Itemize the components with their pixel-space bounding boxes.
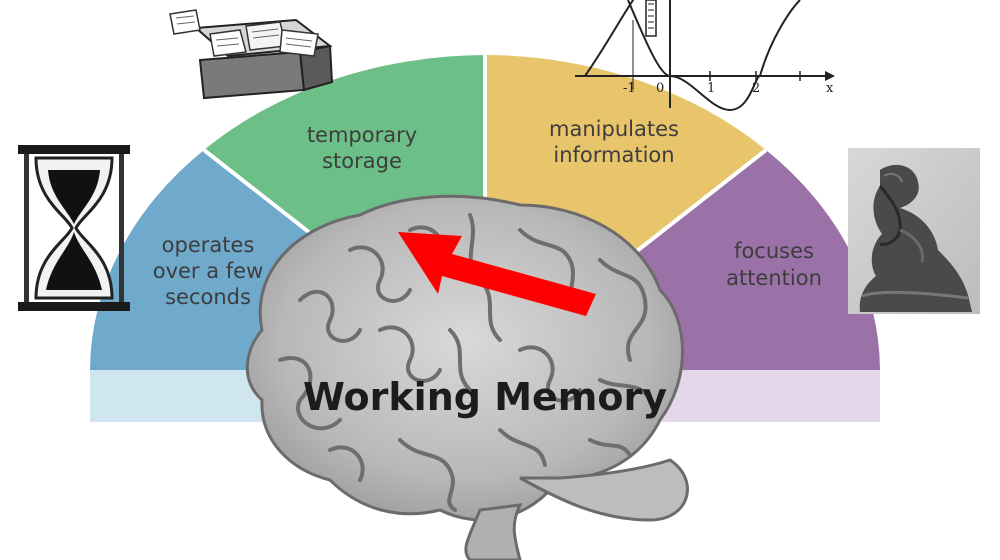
svg-text:x: x	[826, 81, 834, 96]
svg-text:-1: -1	[623, 81, 636, 96]
svg-text:manipulates: manipulates	[549, 117, 679, 141]
segment-label-temporary-storage: temporary storage	[307, 123, 417, 173]
brain-icon	[245, 194, 689, 560]
segment-label-focuses: focuses attention	[726, 239, 822, 290]
thinker-statue-icon	[848, 148, 980, 314]
hourglass-icon	[18, 145, 130, 311]
svg-text:2: 2	[752, 81, 760, 96]
svg-text:attention: attention	[726, 266, 822, 290]
svg-text:focuses: focuses	[734, 239, 814, 263]
svg-text:storage: storage	[322, 149, 402, 173]
segment-label-operates: operates over a few seconds	[153, 233, 264, 309]
function-graph-icon: -1 0 1 2 x	[575, 0, 835, 112]
segment-label-manipulates: manipulates information	[549, 117, 679, 167]
svg-text:temporary: temporary	[307, 123, 417, 147]
svg-text:information: information	[553, 143, 674, 167]
diagram-title: Working Memory	[303, 375, 667, 419]
svg-text:1: 1	[707, 81, 715, 96]
svg-text:seconds: seconds	[165, 285, 251, 309]
svg-text:0: 0	[656, 81, 664, 96]
open-file-box-icon	[169, 9, 334, 100]
svg-text:operates: operates	[162, 233, 255, 257]
svg-text:over a few: over a few	[153, 259, 264, 283]
red-arrow-icon	[398, 232, 596, 316]
